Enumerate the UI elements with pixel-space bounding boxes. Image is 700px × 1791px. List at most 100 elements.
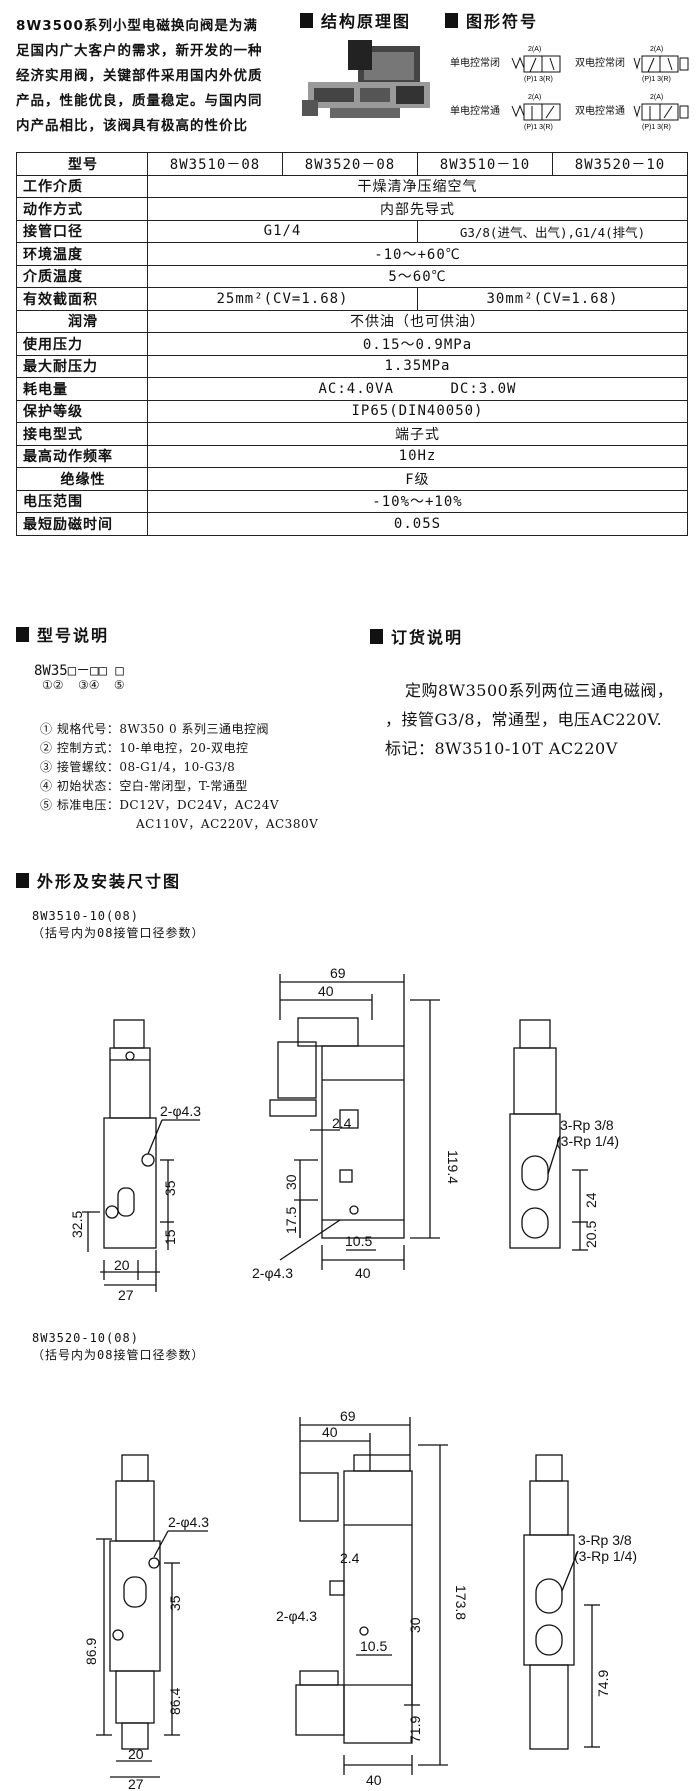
order-line: 定购8W3500系列两位三通电磁阀， [405,681,674,700]
structure-heading: 结构原理图 [300,8,411,32]
model-note: ③ 接管螺纹：08-G1/4，10-G3/8 [40,760,236,774]
dim-label: 35 [162,1180,178,1196]
row-label: 工作介质 [16,174,148,198]
table-row: 润滑不供油（也可供油） [16,309,688,333]
dim-label: 86.4 [167,1688,183,1715]
order-line: ，接管G3/8，常通型，电压AC220V. [385,710,663,729]
row-label: 接管口径 [16,219,148,243]
row-label: 最大耐压力 [16,354,148,378]
row-value: 0.05S [147,512,688,536]
model-code: 8W35□－□□ □ [34,663,124,679]
row-label: 介质温度 [16,264,148,288]
dim-label: 74.9 [595,1670,611,1697]
model-heading: 型号说明 [16,622,109,646]
dim-label: 40 [355,1265,371,1281]
intro-text: 8W3500系列小型电磁换向阀是为满 足国内广大客户的需求，新开发的一种 经济实… [16,14,286,139]
row-label: 润滑 [16,309,148,333]
symbol-label: 双电控常通 [575,106,625,117]
row-value: 1.35MPa [147,354,688,378]
row-value: 内部先导式 [147,197,688,221]
row-label: 电压范围 [16,489,148,513]
row-value: 不供油（也可供油） [147,309,688,333]
row-value: 0.15～0.9MPa [147,332,688,356]
table-row: 接电型式端子式 [16,422,688,446]
row-label: 最短励磁时间 [16,512,148,536]
table-header-cell: 8W3510－08 [147,152,283,176]
table-header-cell: 型号 [16,152,148,176]
model-note: ① 规格代号：8W350 0 系列三通电控阀 [40,722,269,736]
dim-label: 2-φ4.3 [168,1514,209,1530]
dim-label: 40 [322,1424,338,1440]
symbol-heading: 图形符号 [445,8,538,32]
dim-label: 27 [128,1776,144,1791]
dim-label: 24 [583,1192,599,1208]
order-heading: 订货说明 [370,624,463,648]
model-code-circles: ①② ③④ ⑤ [42,678,125,692]
model-note: AC110V，AC220V，AC380V [136,817,319,831]
drawing2-subtitle: （括号内为08接管口径参数） [32,1348,205,1362]
model-note: ⑤ 标准电压：DC12V，DC24V，AC24V [40,798,280,812]
symbol-label: 双电控常闭 [575,58,625,69]
drawing1-caption: 8W3510-10(08) （括号内为08接管口径参数） [32,908,204,942]
row-label: 环境温度 [16,242,148,266]
dim-label: 30 [407,1617,423,1633]
order-heading-text: 订货说明 [391,628,464,647]
valve-symbol-single-nc-icon: 2(A) (P)1 3(R) [511,46,561,83]
row-value-left: G1/4 [147,219,418,243]
symbol-port-text: 2(A) [650,46,663,53]
valve-structure-illustration [302,40,430,118]
row-value-right: 30mm²(CV=1.68) [417,287,688,311]
intro-line: 内产品相比，该阀具有极高的性价比 [16,118,248,134]
dim-label: (3-Rp 1/4) [574,1548,637,1564]
valve-symbol-double-no-icon: 2(A) (P)1 3(R) [633,94,689,131]
heading-marker [16,626,29,642]
heading-marker [16,872,29,888]
drawing2-title: 8W3520-10(08) [32,1331,139,1345]
dim-label: 20 [114,1257,130,1273]
row-value-left: 25mm²(CV=1.68) [147,287,418,311]
dim-label: 119.4 [445,1150,461,1184]
dim-label: 17.5 [283,1207,299,1234]
outline-heading: 外形及安装尺寸图 [16,868,181,892]
dim-label: 30 [283,1174,299,1190]
outline-heading-text: 外形及安装尺寸图 [37,872,182,891]
row-value: F级 [147,467,688,491]
table-header-row: 型号 8W3510－08 8W3520－08 8W3510－10 8W3520－… [16,152,688,176]
symbol-port-text: (P)1 3(R) [524,124,553,131]
dim-label: 69 [330,965,346,981]
dim-label: 40 [318,983,334,999]
row-value: 10Hz [147,444,688,468]
symbol-port-text: (P)1 3(R) [642,76,671,83]
model-heading-text: 型号说明 [37,626,110,645]
intro-line: 经济实用阀，关键部件采用国内外优质 [16,68,263,84]
row-value: -10～+60℃ [147,242,688,266]
dim-label: 3-Rp 3/8 [560,1117,614,1133]
heading-marker [370,628,383,644]
dim-label: 10.5 [345,1233,372,1249]
symbol-port-text: (P)1 3(R) [524,76,553,83]
heading-marker [445,12,458,28]
row-value: 干燥清净压缩空气 [147,174,688,198]
row-label: 耗电量 [16,377,148,401]
drawing1-subtitle: （括号内为08接管口径参数） [32,926,205,940]
dim-label: 2-φ4.3 [252,1265,293,1281]
table-header-cell: 8W3520－10 [552,152,688,176]
row-label: 绝缘性 [16,467,148,491]
dim-label: 10.5 [360,1638,387,1654]
dim-label: 40 [366,1772,382,1788]
row-label: 动作方式 [16,197,148,221]
symbol-label: 单电控常通 [450,106,500,117]
dim-label: 35 [167,1595,183,1611]
dim-label: 2.4 [340,1550,360,1566]
symbol-heading-text: 图形符号 [466,12,539,31]
dim-label: 71.9 [407,1716,423,1743]
model-note: ② 控制方式：10-单电控，20-双电控 [40,741,249,755]
row-value: 端子式 [147,422,688,446]
